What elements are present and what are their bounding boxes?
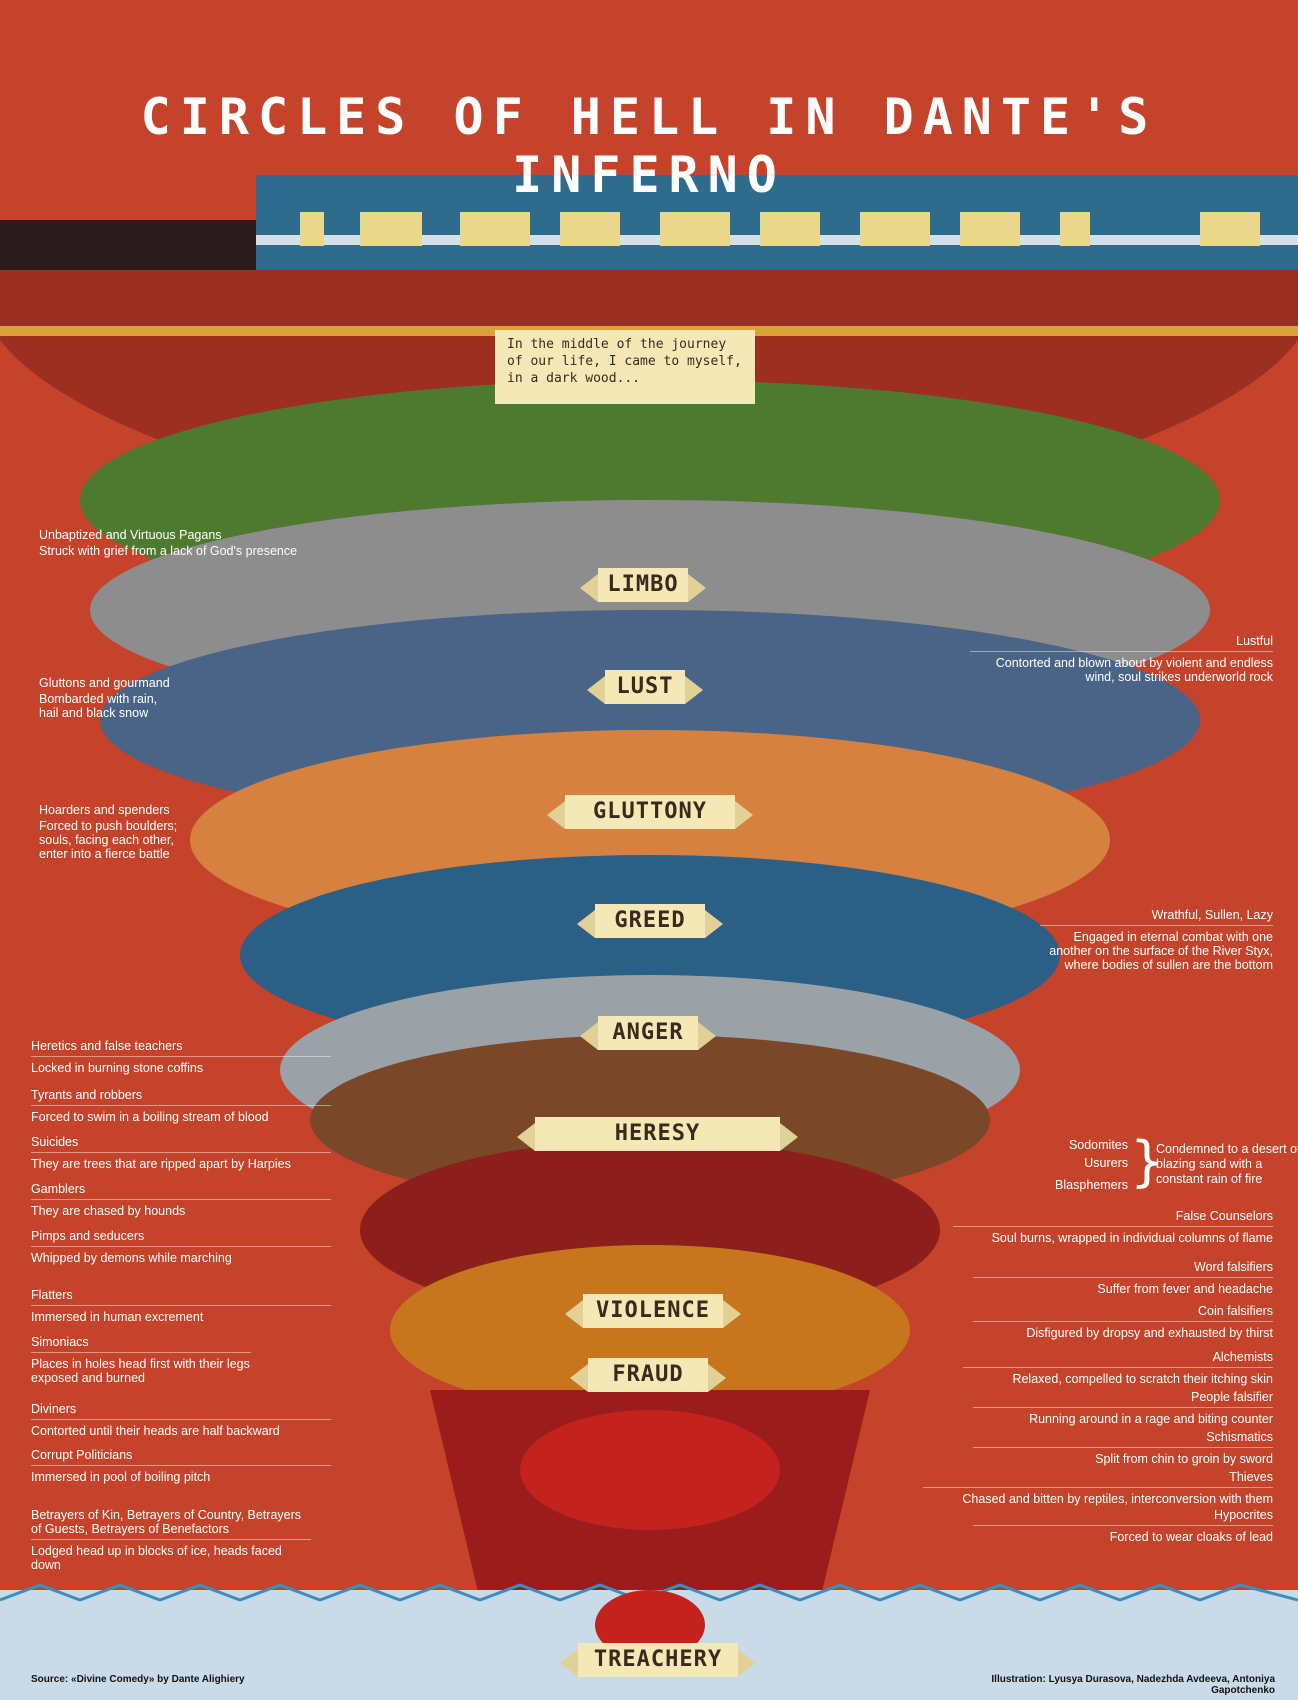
circle-label-lust: LUST xyxy=(587,670,703,704)
quote-banner: In the middle of the journey of our life… xyxy=(495,330,755,404)
circle-label-limbo: LIMBO xyxy=(580,568,706,602)
circle-label-gluttony: GLUTTONY xyxy=(547,795,753,829)
source-credit: Source: «Divine Comedy» by Dante Alighie… xyxy=(31,1674,245,1685)
annotation-violent-group: Sodomites Usurers Blasphemers } Condemne… xyxy=(1028,1134,1298,1200)
circle-label-violence: VIOLENCE xyxy=(565,1294,741,1328)
fraud-ring xyxy=(390,1245,910,1415)
brace-icon: } xyxy=(1130,1130,1165,1193)
circle-label-anger: ANGER xyxy=(580,1016,716,1050)
circle-label-treachery: TREACHERY xyxy=(560,1643,756,1677)
label-sodomites: Sodomites xyxy=(1068,1138,1128,1152)
page-title: CIRCLES OF HELL IN DANTE'S INFERNO xyxy=(140,88,1158,204)
annotation-betrayers: Betrayers of Kin, Betrayers of Country, … xyxy=(31,1508,311,1572)
circle-label-greed: GREED xyxy=(577,904,723,938)
illustration-credit: Illustration: Lyusya Durasova, Nadezhda … xyxy=(991,1674,1275,1696)
circle-label-heresy: HERESY xyxy=(517,1117,798,1151)
circle-label-fraud: FRAUD xyxy=(570,1358,726,1392)
label-usurers: Usurers xyxy=(1084,1156,1128,1170)
lucifer xyxy=(520,1410,780,1530)
label-blasphemers: Blasphemers xyxy=(1055,1178,1128,1192)
label-desert-punishment: Condemned to a desert of blazing sand wi… xyxy=(1156,1142,1298,1186)
